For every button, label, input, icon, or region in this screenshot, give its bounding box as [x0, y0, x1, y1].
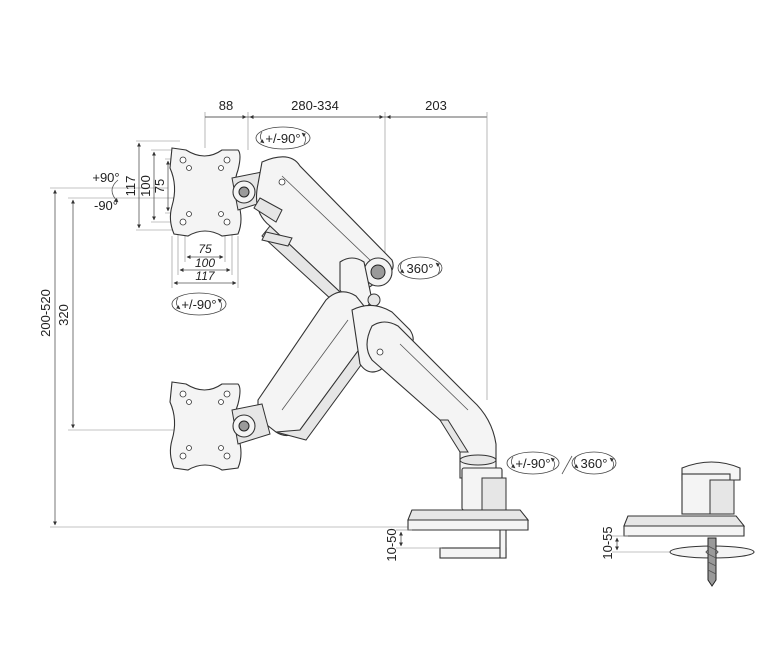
vesa-v-100-label: 100: [138, 175, 153, 197]
base-tilt-badge: [506, 451, 560, 475]
base-360-label: 360°: [581, 456, 608, 471]
height-200-520-label: 200-520: [38, 289, 53, 337]
base-rotate-badge: [571, 451, 617, 475]
height-dimension-lines: [50, 187, 412, 528]
dim-88-label: 88: [219, 98, 233, 113]
vesa-h-100-label: 100: [195, 256, 215, 270]
pole-arm: [366, 321, 507, 513]
dim-203-label: 203: [425, 98, 447, 113]
vesa-v-117-label: 117: [123, 176, 138, 197]
clamp-dimension: [396, 529, 442, 549]
top-tilt-label: +/-90°: [265, 131, 300, 146]
grommet-mount: [623, 461, 755, 587]
vesa-h-117-label: 117: [195, 269, 215, 283]
bottom-vesa-plate: [169, 381, 271, 471]
vesa-rotate-badge: [171, 292, 227, 316]
upper-arm: [231, 156, 394, 310]
vesa-h-75-label: 75: [198, 242, 212, 256]
grommet-10-55-label: 10-55: [600, 526, 615, 559]
clamp-10-50-label: 10-50: [384, 528, 399, 561]
grommet-dimension: [612, 535, 670, 553]
rotate-minus90-label: -90°: [94, 198, 118, 213]
vesa-rotate-label: +/-90°: [181, 297, 216, 312]
top-dimension-lines: [204, 112, 488, 400]
rotate-plus90-label: +90°: [92, 170, 119, 185]
separator-slash: [561, 455, 573, 475]
top-vesa-plate: [169, 147, 242, 237]
top-tilt-badge: [255, 126, 311, 150]
height-320-label: 320: [56, 304, 71, 326]
vesa-v-75-label: 75: [152, 179, 167, 193]
desk-clamp: [407, 509, 530, 559]
dim-280-334-label: 280-334: [291, 98, 339, 113]
rotate-arrows: [111, 179, 119, 203]
base-tilt-label: +/-90°: [515, 456, 550, 471]
elbow-rotate-badge: [397, 256, 443, 280]
elbow-360-label: 360°: [407, 261, 434, 276]
